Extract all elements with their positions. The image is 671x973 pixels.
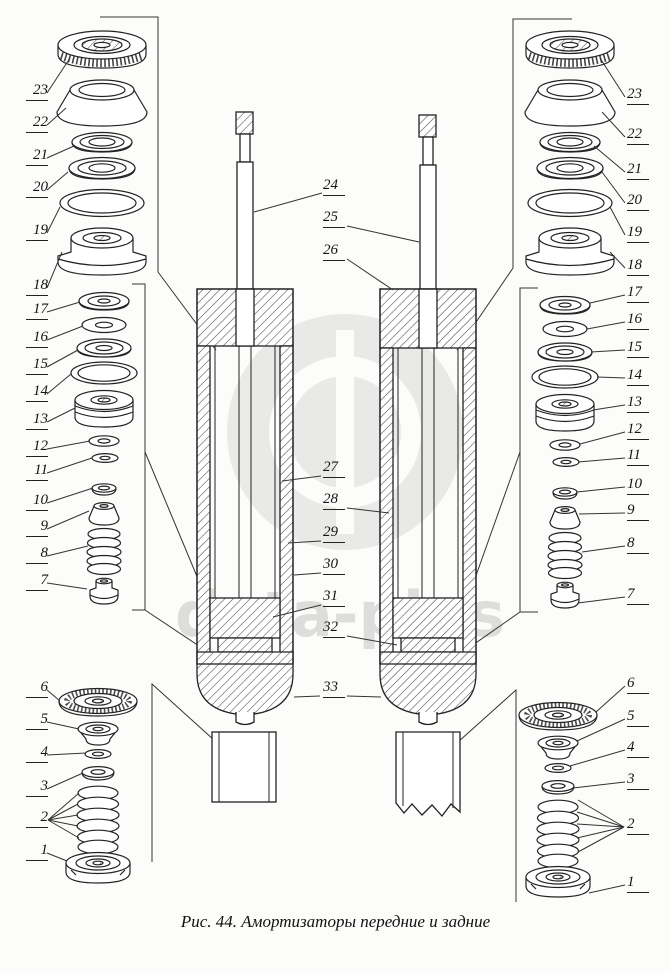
part-label: 18: [26, 277, 48, 296]
figure-caption: Рис. 44. Амортизаторы передние и задние: [180, 912, 491, 931]
part-label: 2: [26, 809, 48, 828]
part-label: 1: [26, 842, 48, 861]
part-label: 11: [26, 462, 48, 481]
part-label: 4: [627, 739, 649, 758]
shock-absorber-rear: [379, 114, 477, 818]
part-label: 21: [26, 147, 48, 166]
part-label: 24: [323, 177, 345, 196]
part-label: 4: [26, 744, 48, 763]
part-label: 27: [323, 459, 345, 478]
part-label: 7: [627, 586, 649, 605]
leader-lines-right: [569, 57, 626, 894]
part-label: 9: [627, 502, 649, 521]
part-label: 17: [26, 301, 48, 320]
part-label: 19: [627, 224, 649, 243]
part-label: 10: [26, 492, 48, 511]
part-label: 14: [627, 367, 649, 386]
part-label: 16: [627, 311, 649, 330]
part-label: 3: [627, 771, 649, 790]
part-label: 20: [627, 192, 649, 211]
part-label: 19: [26, 222, 48, 241]
part-label: 15: [627, 339, 649, 358]
part-label: 5: [627, 708, 649, 727]
part-label: 18: [627, 257, 649, 276]
part-label: 16: [26, 329, 48, 348]
part-label: 15: [26, 356, 48, 375]
part-label: 23: [26, 82, 48, 101]
part-label: 14: [26, 383, 48, 402]
part-label: 8: [26, 545, 48, 564]
part-label: 11: [627, 447, 649, 466]
part-label: 6: [627, 675, 649, 694]
part-label: 9: [26, 518, 48, 537]
part-label: 20: [26, 179, 48, 198]
part-label: 29: [323, 524, 345, 543]
part-label: 22: [26, 114, 48, 133]
part-label: 8: [627, 535, 649, 554]
part-label: 10: [627, 476, 649, 495]
part-label: 32: [323, 619, 345, 638]
part-label: 2: [627, 816, 649, 835]
part-label: 25: [323, 209, 345, 228]
part-label: 12: [627, 421, 649, 440]
part-label: 13: [26, 411, 48, 430]
part-label: 1: [627, 874, 649, 893]
shock-absorber-front: [196, 111, 294, 803]
part-label: 28: [323, 491, 345, 510]
part-label: 33: [323, 679, 345, 698]
part-label: 31: [323, 588, 345, 607]
part-label: 17: [627, 284, 649, 303]
part-label: 30: [323, 556, 345, 575]
part-label: 3: [26, 778, 48, 797]
leader-lines-left: [46, 57, 94, 862]
part-label: 5: [26, 711, 48, 730]
part-label: 26: [323, 242, 345, 261]
part-label: 22: [627, 126, 649, 145]
part-label: 6: [26, 679, 48, 698]
group-brackets: [100, 16, 572, 902]
part-label: 13: [627, 394, 649, 413]
leader-lines-center: [253, 192, 420, 698]
part-label: 12: [26, 438, 48, 457]
part-label: 23: [627, 86, 649, 105]
part-label: 7: [26, 572, 48, 591]
part-label: 21: [627, 161, 649, 180]
